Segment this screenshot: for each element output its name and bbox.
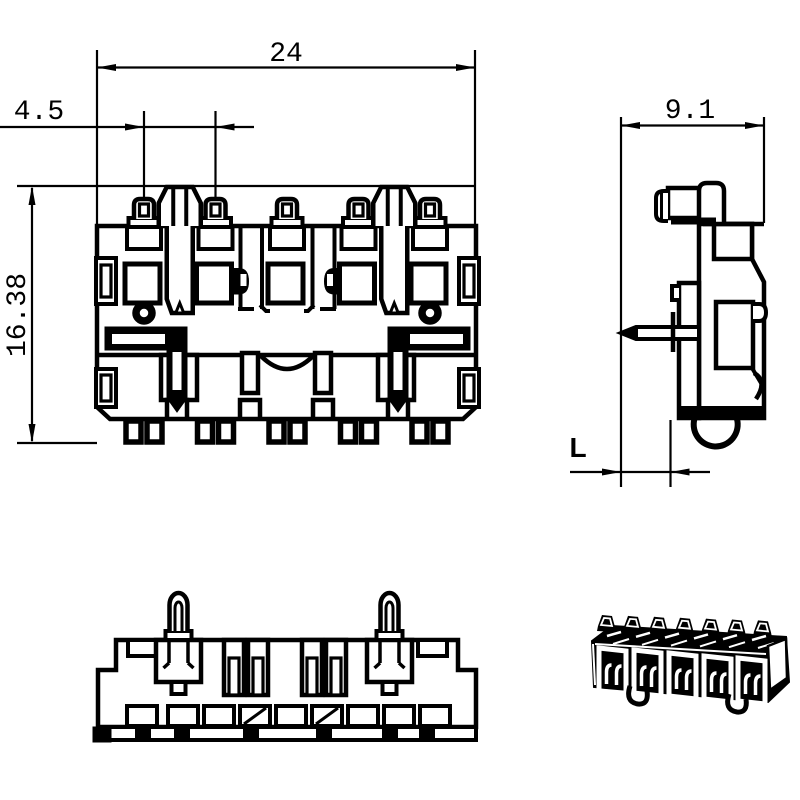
svg-text:L: L: [569, 432, 586, 463]
svg-text:24: 24: [269, 39, 303, 70]
svg-text:9.1: 9.1: [665, 96, 715, 127]
svg-text:16.38: 16.38: [3, 273, 34, 357]
svg-text:4.5: 4.5: [14, 97, 64, 128]
